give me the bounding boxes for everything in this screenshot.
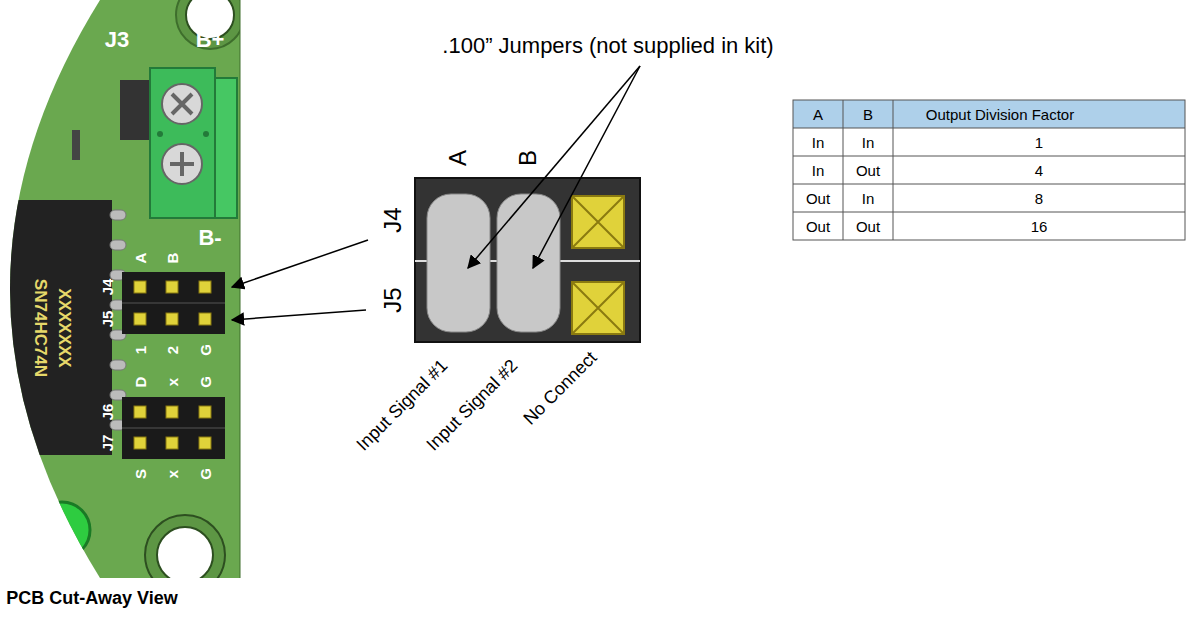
connector-name: J5 <box>100 311 115 328</box>
pin-label: B <box>165 253 180 264</box>
pin-label: D <box>133 377 148 388</box>
caption: PCB Cut-Away View <box>6 589 177 607</box>
pin-label: B <box>516 150 540 166</box>
pin-label: G <box>198 376 213 388</box>
callout-text: .100” Jumpers (not supplied in kit) <box>442 35 773 57</box>
signal-name: No Connect <box>520 348 600 428</box>
pin-label: G <box>198 344 213 356</box>
table-cell: Out <box>856 219 880 234</box>
table-cell: In <box>812 163 825 178</box>
leader-line <box>468 66 640 268</box>
table-cell: 8 <box>1035 191 1043 206</box>
table-cell: In <box>812 135 825 150</box>
pcb-board <box>0 0 244 595</box>
connector-name: J5 <box>381 287 405 312</box>
table-cell: Out <box>806 219 830 234</box>
pin-label: 2 <box>165 346 180 354</box>
table-header: Output Division Factor <box>926 107 1074 122</box>
pin-label: x <box>165 470 180 478</box>
jumper-detail <box>415 178 640 342</box>
pin-label: 1 <box>133 346 148 354</box>
terminal-label: B+ <box>196 29 225 51</box>
connector-name: J3 <box>105 29 129 51</box>
table-cell: 16 <box>1031 219 1048 234</box>
pin-label: A <box>446 150 470 166</box>
pin-label: G <box>198 468 213 480</box>
chip-marking: SN74HC74N <box>32 279 49 377</box>
table-header: B <box>863 107 873 122</box>
connector-name: J4 <box>381 207 405 232</box>
table-cell: Out <box>806 191 830 206</box>
pin-label: S <box>133 469 148 479</box>
connector-name: J7 <box>100 435 115 452</box>
table-cell: Out <box>856 163 880 178</box>
pin-label: A <box>133 253 148 264</box>
connector-name: J4 <box>100 279 115 296</box>
terminal-label: B- <box>198 227 221 249</box>
table-grid <box>793 100 1185 240</box>
chip-marking: XXXXXXX <box>56 288 73 367</box>
leader-line <box>533 66 640 268</box>
table-cell: In <box>862 191 875 206</box>
table-cell: 1 <box>1035 135 1043 150</box>
leader-line <box>232 310 366 320</box>
table-header: A <box>813 107 823 122</box>
leader-line <box>232 240 368 287</box>
connector-name: J6 <box>100 404 115 421</box>
table-cell: In <box>862 135 875 150</box>
pin-label: x <box>165 378 180 386</box>
table-cell: 4 <box>1035 163 1043 178</box>
